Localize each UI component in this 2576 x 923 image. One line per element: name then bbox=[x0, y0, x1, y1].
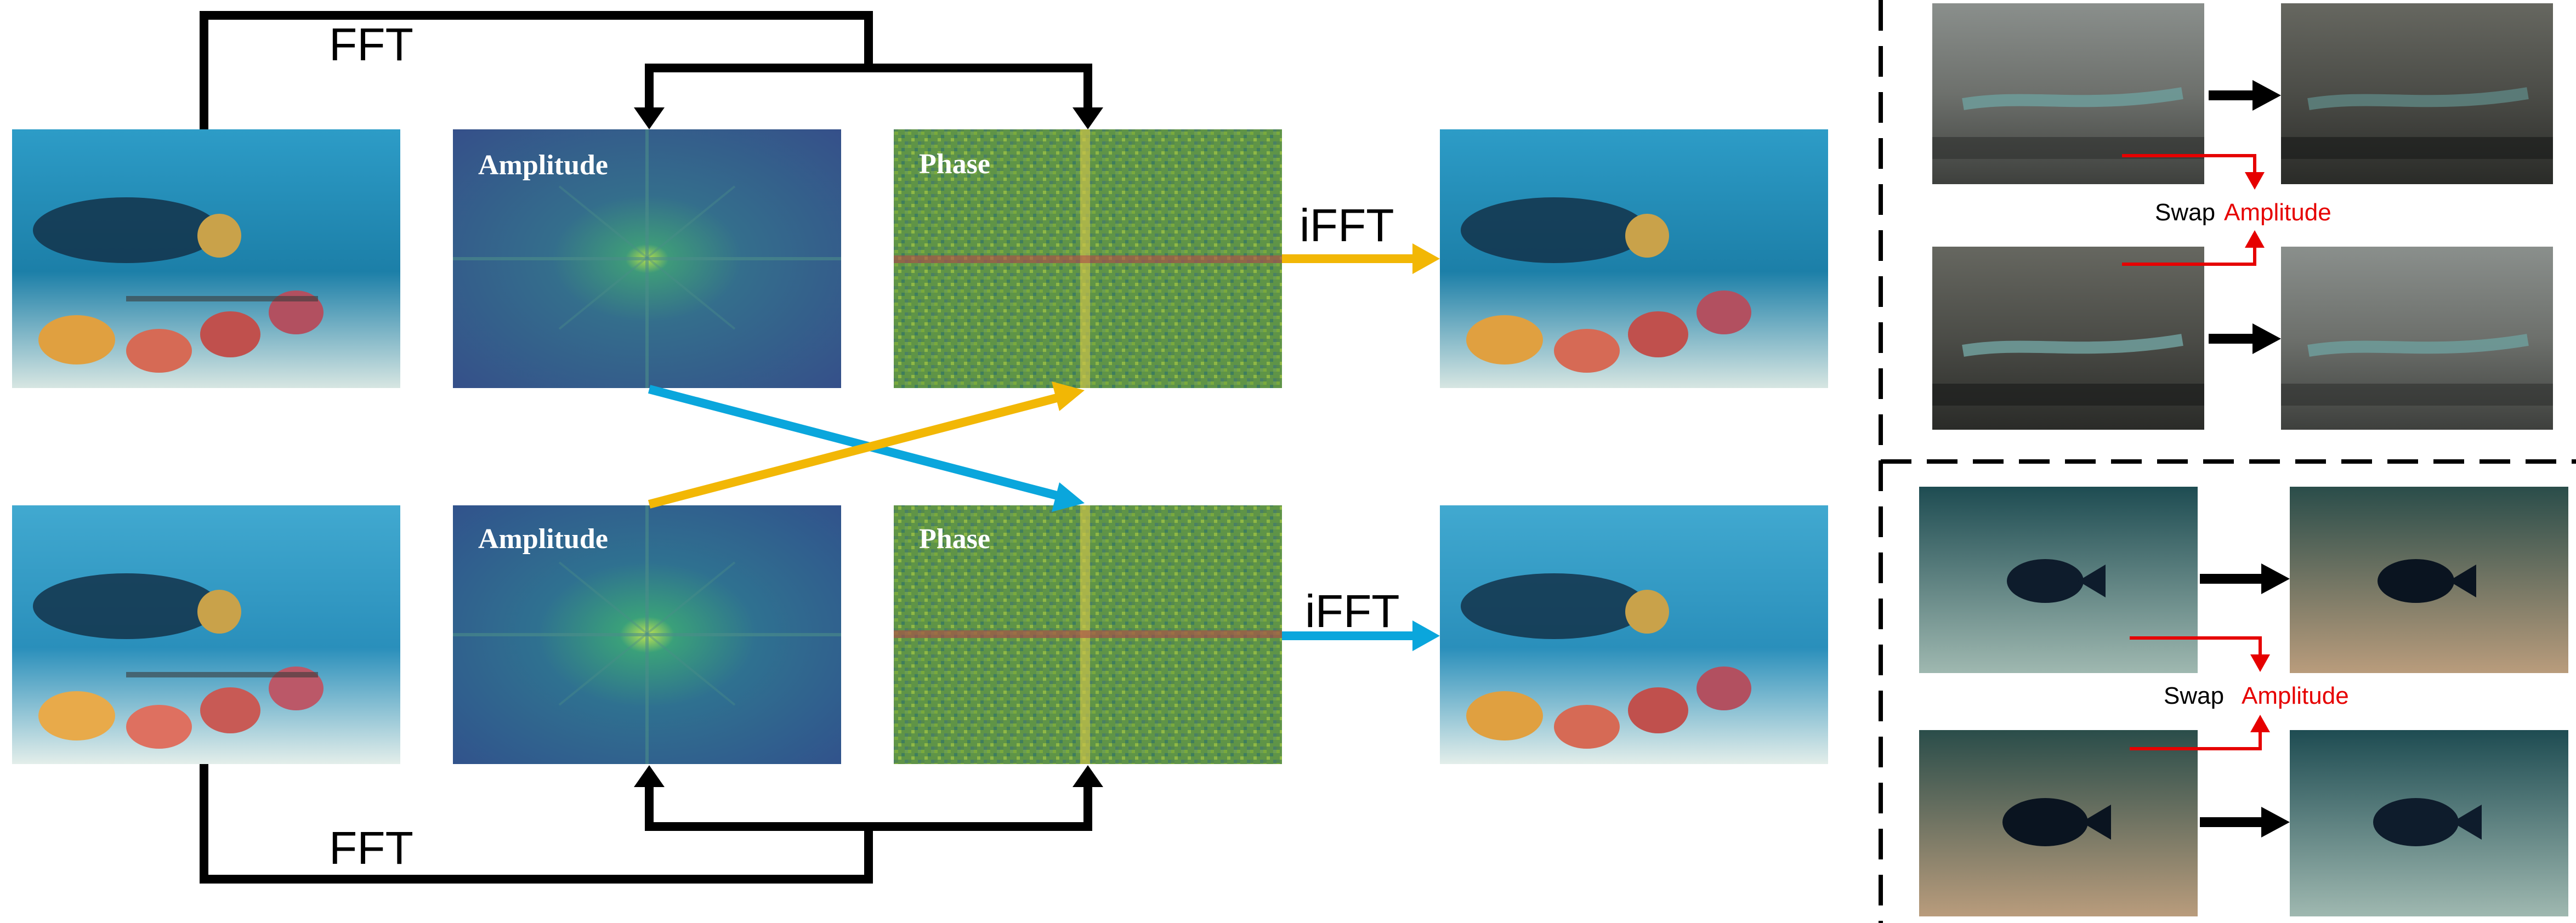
arrowhead-icon bbox=[2261, 807, 2290, 837]
amplitude-label-bottom: Amplitude bbox=[478, 523, 608, 555]
arrowhead-icon bbox=[1073, 107, 1103, 129]
fish-output-bottom bbox=[2290, 730, 2568, 916]
arrowhead-icon bbox=[1052, 381, 1085, 411]
fish-output-top bbox=[2290, 487, 2568, 673]
phase-label-bottom: Phase bbox=[919, 523, 990, 555]
swap-prefix-upper: Swap bbox=[2155, 199, 2215, 226]
swap-highlight-lower: Amplitude bbox=[2242, 682, 2349, 709]
blue-swap-arrow bbox=[648, 385, 1063, 501]
arrowhead-icon bbox=[1412, 620, 1440, 651]
ifft-label-bottom: iFFT bbox=[1305, 585, 1400, 637]
fft-label-top: FFT bbox=[329, 19, 413, 70]
red-swap-arrow-lower-down bbox=[2130, 636, 2262, 659]
amplitude-map-bottom: Amplitude bbox=[453, 505, 841, 764]
arrowhead-icon bbox=[1052, 482, 1085, 512]
ifft-label-top: iFFT bbox=[1300, 200, 1394, 251]
arrowhead-icon bbox=[2250, 715, 2270, 732]
reconstructed-image-top bbox=[1440, 129, 1828, 388]
source-image-bottom bbox=[12, 505, 400, 764]
arrowhead-icon bbox=[2245, 172, 2265, 190]
red-swap-arrow-upper-up bbox=[2122, 243, 2256, 266]
arrowhead-icon bbox=[2252, 323, 2281, 354]
amplitude-label-top: Amplitude bbox=[478, 150, 608, 181]
red-swap-arrow-lower-up bbox=[2130, 728, 2262, 750]
phase-label-top: Phase bbox=[919, 149, 990, 180]
fish-input-bottom bbox=[1919, 730, 2198, 916]
arrowhead-icon bbox=[2252, 80, 2281, 111]
phase-map-bottom: Phase bbox=[894, 505, 1282, 764]
source-image-top bbox=[12, 129, 400, 388]
fft-connector-bottom bbox=[200, 764, 1092, 884]
fish-input-top bbox=[1919, 487, 2198, 673]
reconstructed-image-bottom bbox=[1440, 505, 1828, 764]
yellow-swap-arrow bbox=[648, 392, 1063, 509]
arrowhead-icon bbox=[1073, 765, 1103, 787]
phase-map-top: Phase bbox=[894, 129, 1282, 388]
murky-output-top bbox=[2281, 3, 2553, 184]
arrowhead-icon bbox=[634, 765, 665, 787]
murky-input-bottom bbox=[1932, 247, 2204, 430]
amplitude-map-top: Amplitude bbox=[453, 129, 841, 388]
fft-connector-top bbox=[200, 11, 1092, 129]
red-swap-arrow-upper-down bbox=[2122, 154, 2256, 176]
arrowhead-icon bbox=[1412, 243, 1440, 274]
swap-prefix-lower: Swap bbox=[2164, 682, 2224, 709]
arrowhead-icon bbox=[634, 107, 665, 129]
arrowhead-icon bbox=[2250, 654, 2270, 672]
arrowhead-icon bbox=[2245, 230, 2265, 248]
arrowhead-icon bbox=[2261, 563, 2290, 594]
fft-label-bottom: FFT bbox=[329, 822, 413, 874]
murky-output-bottom bbox=[2281, 247, 2553, 430]
swap-highlight-upper: Amplitude bbox=[2224, 199, 2331, 226]
